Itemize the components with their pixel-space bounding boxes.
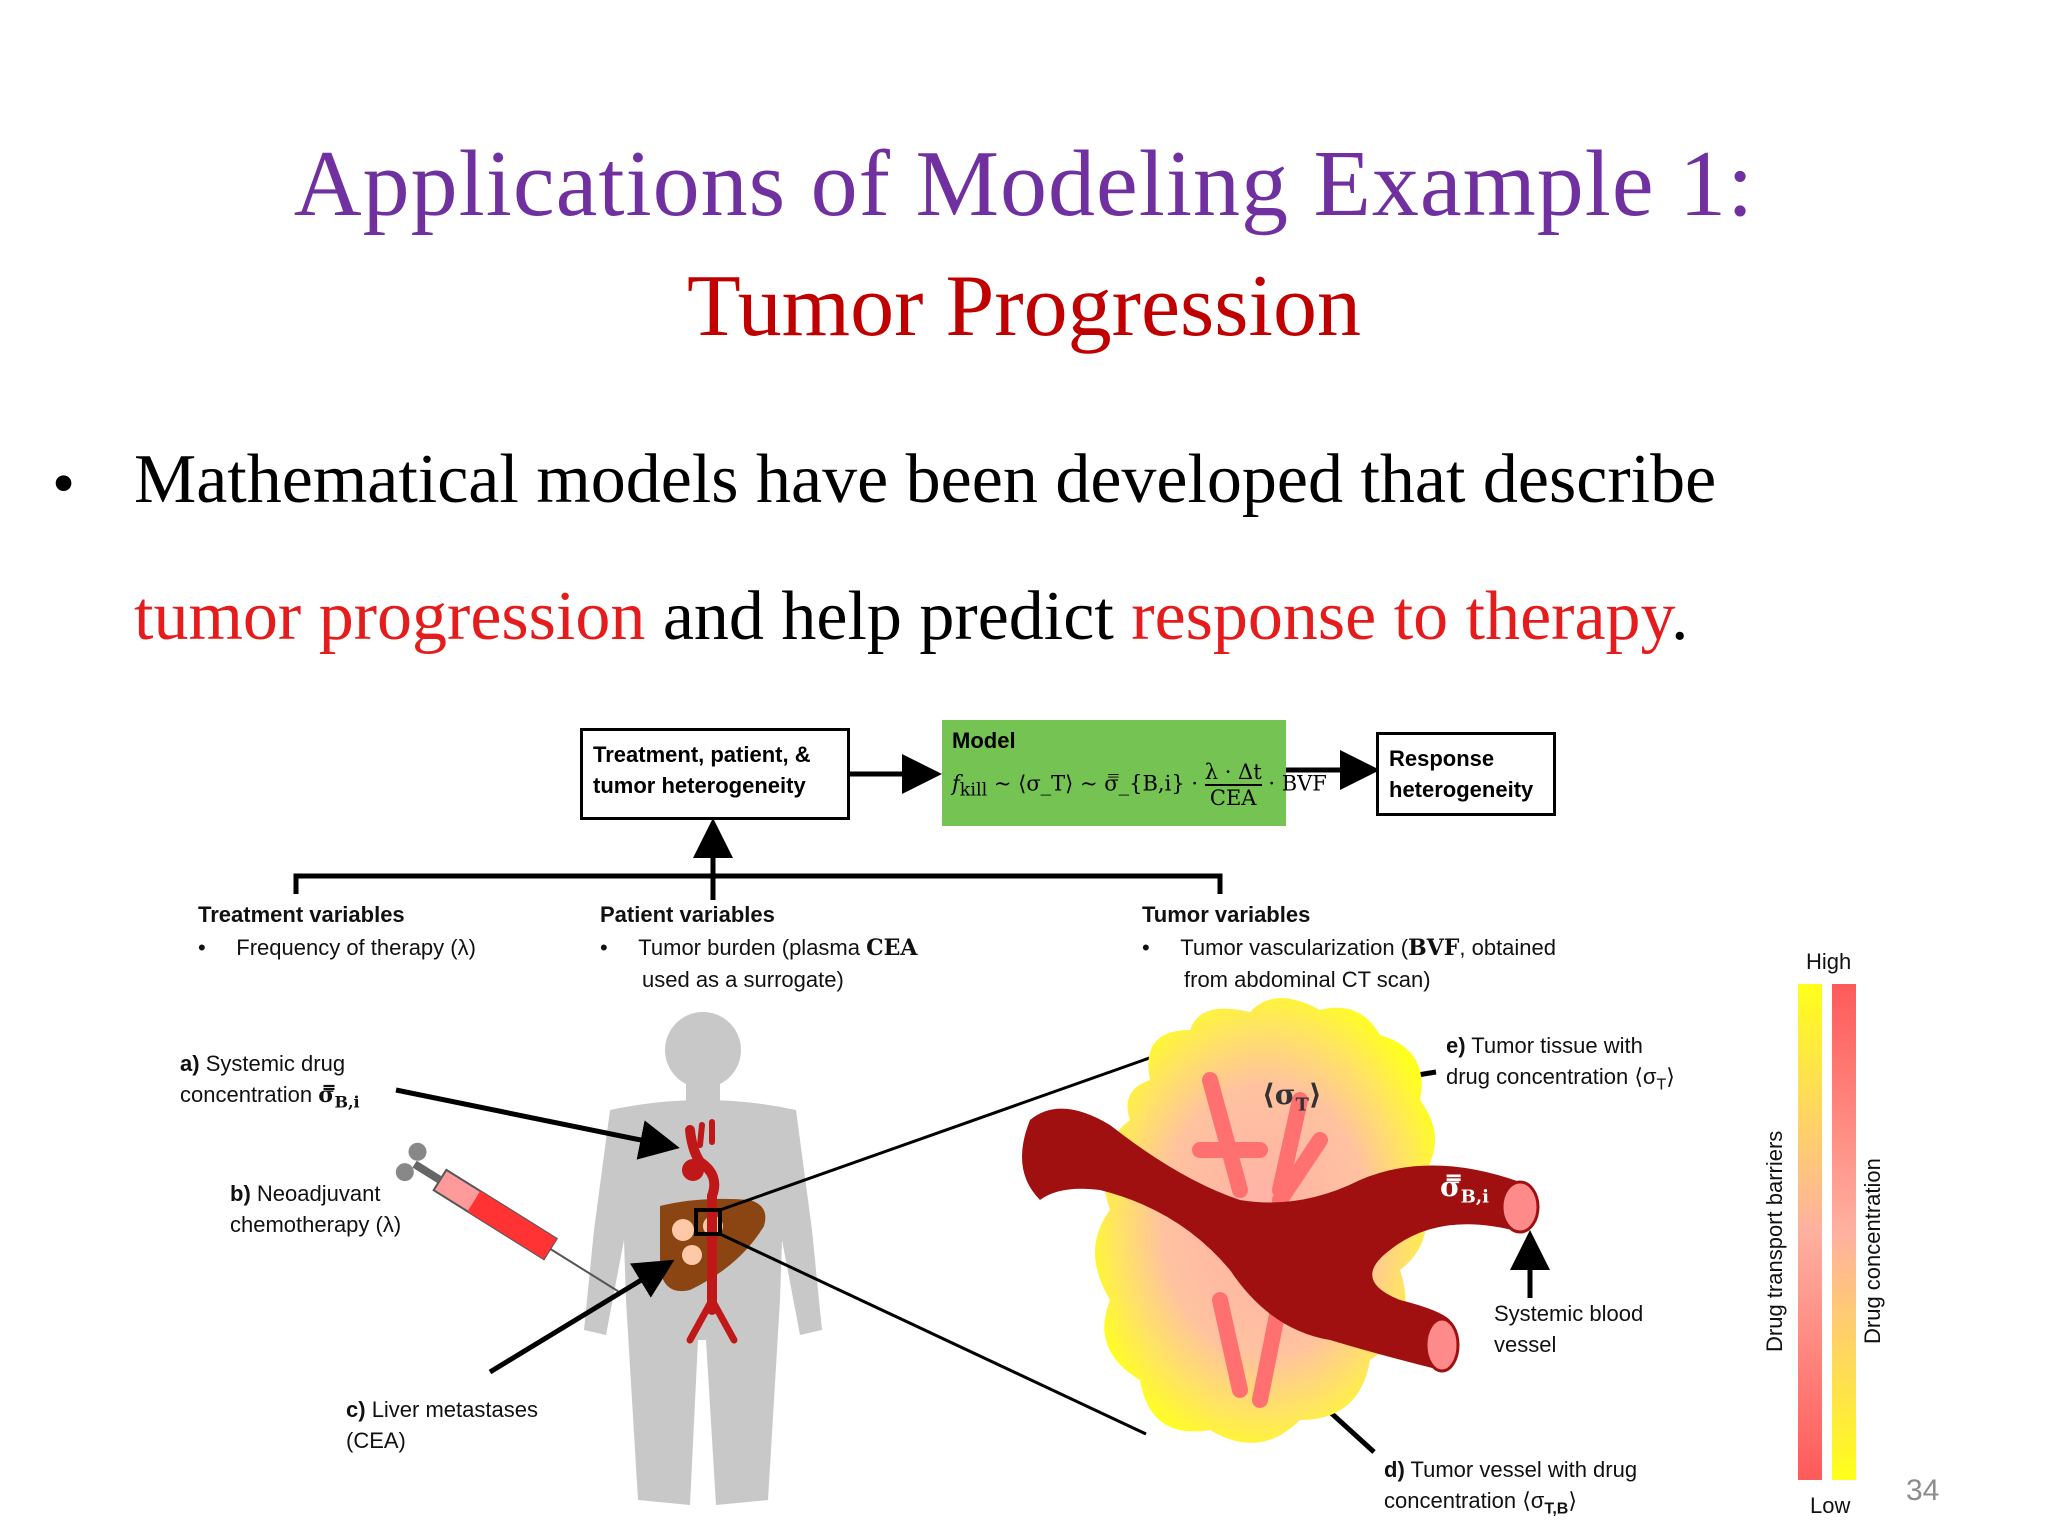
label-e-text1: Tumor tissue with [1471, 1033, 1643, 1058]
label-c-text1: Liver metastases [372, 1397, 538, 1422]
scale-high-label: High [1806, 946, 1851, 977]
sigma-t-text: ⟨σ [1262, 1078, 1295, 1111]
sigma-t-sub: T [1295, 1095, 1308, 1116]
scale-bar-transport [1798, 984, 1822, 1480]
treatment-variables-header: Treatment variables [198, 902, 405, 928]
sigma-b-label: σ̿B,i [1440, 1170, 1489, 1208]
label-a-symbol: σ̿ [318, 1082, 334, 1108]
vessel-text2: vessel [1494, 1332, 1556, 1357]
metastasis-spot [672, 1219, 694, 1241]
tumor-item-pre: Tumor vascularization ( [1180, 935, 1408, 960]
label-e-close: ⟩ [1666, 1064, 1675, 1089]
sigma-t-close: ⟩ [1309, 1078, 1322, 1111]
tumor-item-post2: from abdominal CT scan) [1142, 967, 1431, 992]
sigma-t-label: ⟨σT⟩ [1262, 1078, 1322, 1116]
label-b-text1: Neoadjuvant [257, 1181, 381, 1206]
scale-low-label: Low [1810, 1490, 1850, 1521]
label-d: d) Tumor vessel with drug concentration ⟨… [1384, 1454, 1637, 1524]
scale-left-axis-label: Drug transport barriers [1762, 1131, 1788, 1352]
model-formula-sub: kill [960, 781, 987, 801]
patient-item-post: used as a surrogate) [600, 967, 844, 992]
label-a-text1: Systemic drug [206, 1051, 345, 1076]
label-e: e) Tumor tissue with drug concentration ⟨… [1446, 1030, 1675, 1100]
label-a: a) Systemic drug concentration σ̿B,i [180, 1048, 360, 1117]
label-a-text2: concentration [180, 1082, 312, 1107]
sigma-b-sub: B,i [1461, 1187, 1489, 1208]
model-title: Model [952, 728, 1276, 754]
label-d-text2: concentration ⟨σ [1384, 1488, 1544, 1513]
label-a-sub: B,i [334, 1092, 359, 1111]
input-box-text: Treatment, patient, & tumor heterogeneit… [593, 742, 811, 798]
model-formula-right: · BVF [1262, 772, 1327, 796]
label-e-text2: drug concentration ⟨σ [1446, 1064, 1657, 1089]
label-d-close: ⟩ [1568, 1488, 1577, 1513]
scale-bar-concentration [1832, 984, 1856, 1480]
model-formula-mid: ~ ⟨σ_T⟩ ~ σ̿_{B,i} · [987, 772, 1205, 796]
output-box-text: Response heterogeneity [1389, 746, 1533, 802]
variables-bracket [296, 876, 1220, 894]
treatment-item-text: Frequency of therapy (λ) [236, 935, 476, 960]
page-number: 34 [1906, 1474, 1939, 1508]
label-c: c) Liver metastases (CEA) [346, 1394, 538, 1456]
input-box: Treatment, patient, & tumor heterogeneit… [580, 728, 850, 820]
output-box: Response heterogeneity [1376, 732, 1556, 816]
label-b-key: b) [230, 1181, 251, 1206]
label-d-sub: T,B [1544, 1500, 1568, 1517]
label-b-text2: chemotherapy (λ) [230, 1212, 401, 1237]
label-c-text2: (CEA) [346, 1428, 406, 1453]
tumor-item-bold: BVF [1408, 935, 1459, 961]
label-d-key: d) [1384, 1457, 1405, 1482]
tumor-variables-header: Tumor variables [1142, 902, 1310, 928]
metastasis-spot [682, 1245, 702, 1265]
label-d-text1: Tumor vessel with drug [1410, 1457, 1637, 1482]
treatment-variable-item: • Frequency of therapy (λ) [198, 932, 476, 963]
label-e-key: e) [1446, 1033, 1466, 1058]
patient-variables-header: Patient variables [600, 902, 775, 928]
patient-item-pre: Tumor burden (plasma [638, 935, 866, 960]
model-formula-f: f [952, 772, 960, 796]
patient-item-bold: CEA [866, 935, 917, 961]
sigma-b-text: σ̿ [1440, 1170, 1461, 1203]
model-formula-numerator: λ · Δt [1205, 760, 1262, 786]
label-systemic-vessel: Systemic blood vessel [1494, 1298, 1643, 1360]
model-formula-denominator: CEA [1205, 786, 1262, 810]
label-c-key: c) [346, 1397, 366, 1422]
scale-right-axis-label: Drug concentration [1860, 1158, 1886, 1344]
tumor-item-post1: , obtained [1459, 935, 1556, 960]
label-e-sub: T [1657, 1076, 1667, 1093]
vessel-text1: Systemic blood [1494, 1301, 1643, 1326]
label-b: b) Neoadjuvant chemotherapy (λ) [230, 1178, 401, 1240]
label-a-key: a) [180, 1051, 200, 1076]
